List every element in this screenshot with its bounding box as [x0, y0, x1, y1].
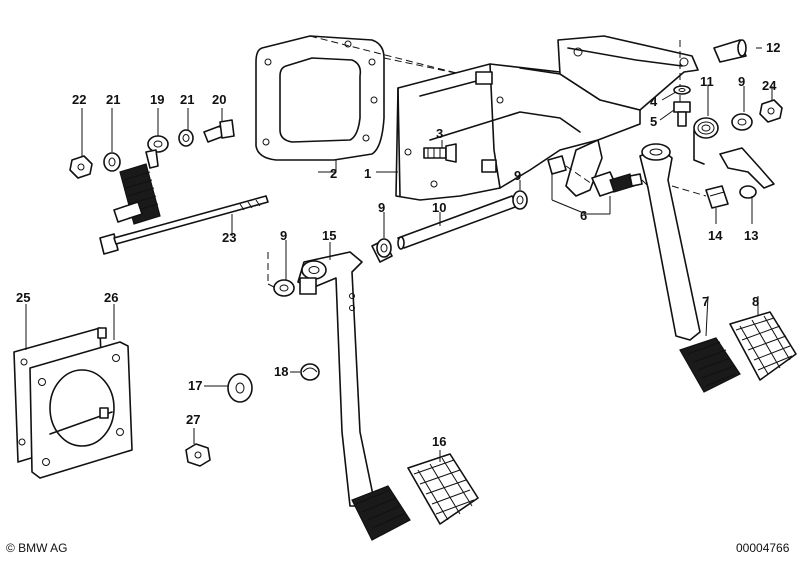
part-12-sleeve [713, 39, 747, 63]
callout-3: 3 [436, 126, 443, 141]
part-13-pin [719, 147, 775, 199]
callout-19: 19 [150, 92, 164, 107]
part-27-nut [185, 443, 211, 467]
copyright-text: © BMW AG [6, 541, 68, 555]
callout-10: 10 [432, 200, 446, 215]
callout-9-shaft: 9 [514, 168, 521, 183]
part-23-long-bolt [99, 195, 269, 255]
callout-labels: 22 21 19 21 20 2 1 3 4 5 6 7 8 9 9 9 9 1… [16, 40, 780, 449]
part-5-screw [673, 101, 691, 127]
part-22-nut [69, 155, 93, 179]
part-14-clip [705, 185, 729, 209]
callout-1: 1 [364, 166, 371, 181]
part-3-bolt [423, 143, 457, 163]
callout-21-upper: 21 [180, 92, 194, 107]
part-16-pedal-pad [407, 453, 479, 525]
callout-23: 23 [222, 230, 236, 245]
callout-9-right: 9 [738, 74, 745, 89]
part-17-washer [227, 373, 253, 403]
callout-22: 22 [72, 92, 86, 107]
part-1-pedal-bracket [395, 35, 699, 201]
part-2-gasket-plate [255, 35, 501, 161]
part-6-stop-light-switch [547, 155, 657, 197]
callout-18: 18 [274, 364, 288, 379]
diagram-id: 00004766 [736, 541, 790, 555]
callout-24: 24 [762, 78, 777, 93]
callout-16: 16 [432, 434, 446, 449]
leader-lines [25, 47, 773, 462]
callout-4: 4 [650, 94, 658, 109]
part-8-pedal-pad [729, 311, 797, 381]
part-21-bushing-upper [178, 129, 194, 147]
part-21-bushing [103, 152, 121, 172]
part-10-shaft [397, 195, 519, 250]
callout-12: 12 [766, 40, 780, 55]
callout-5: 5 [650, 114, 657, 129]
callout-14: 14 [708, 228, 723, 243]
part-9-bushing-left [273, 279, 295, 297]
part-7-brake-pedal [639, 143, 741, 393]
callout-25: 25 [16, 290, 30, 305]
part-9-bushing-center [371, 238, 393, 263]
part-26-mounting-plate [29, 327, 133, 479]
part-15-clutch-pedal [297, 251, 411, 541]
part-24-nut [759, 99, 783, 123]
callout-7: 7 [702, 294, 709, 309]
part-19-spring-assembly [113, 135, 169, 225]
callout-15: 15 [322, 228, 336, 243]
footer: © BMW AG 00004766 [6, 541, 790, 555]
callout-17: 17 [188, 378, 202, 393]
callout-13: 13 [744, 228, 758, 243]
callout-27: 27 [186, 412, 200, 427]
part-11-return-spring [693, 117, 719, 165]
callout-21: 21 [106, 92, 120, 107]
callout-9-left: 9 [280, 228, 287, 243]
part-9-bushing-shaft-end [512, 190, 528, 210]
callout-6: 6 [580, 208, 587, 223]
callout-9-center: 9 [378, 200, 385, 215]
part-20-bolt [203, 119, 235, 143]
part-9-bushing-right [731, 113, 753, 131]
part-4-washer [673, 85, 691, 95]
part-18-stop-buffer [300, 363, 320, 381]
callout-8: 8 [752, 294, 759, 309]
callout-20: 20 [212, 92, 226, 107]
callout-11: 11 [700, 74, 714, 89]
callout-2: 2 [330, 166, 337, 181]
callout-26: 26 [104, 290, 118, 305]
